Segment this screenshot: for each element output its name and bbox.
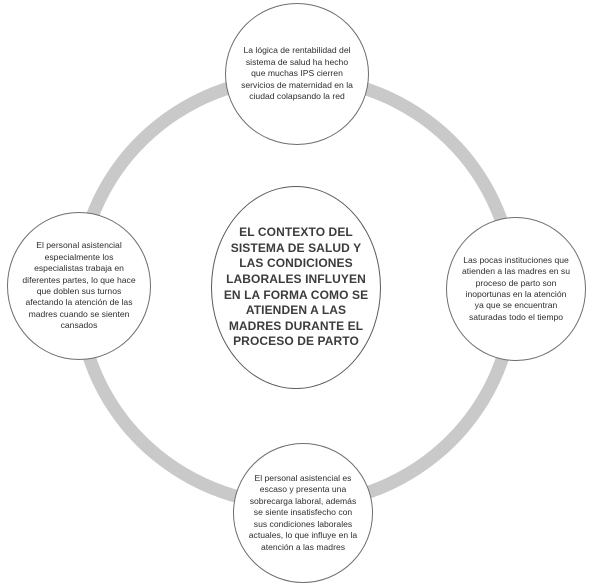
center-circle: EL CONTEXTO DEL SISTEMA DE SALUD Y LAS C… — [211, 186, 381, 389]
top-circle-text: La lógica de rentabilidad del sistema de… — [241, 45, 353, 102]
left-circle-text: El personal asistencial especialmente lo… — [22, 240, 136, 331]
bottom-circle: El personal asistencial es escaso y pres… — [233, 443, 373, 583]
top-circle: La lógica de rentabilidad del sistema de… — [225, 3, 369, 145]
center-circle-text: EL CONTEXTO DEL SISTEMA DE SALUD Y LAS C… — [223, 225, 369, 349]
bottom-circle-text: El personal asistencial es escaso y pres… — [248, 473, 358, 552]
left-circle: El personal asistencial especialmente lo… — [7, 212, 151, 360]
right-circle: Las pocas instituciones que atienden a l… — [446, 217, 586, 361]
right-circle-text: Las pocas instituciones que atienden a l… — [462, 254, 570, 322]
